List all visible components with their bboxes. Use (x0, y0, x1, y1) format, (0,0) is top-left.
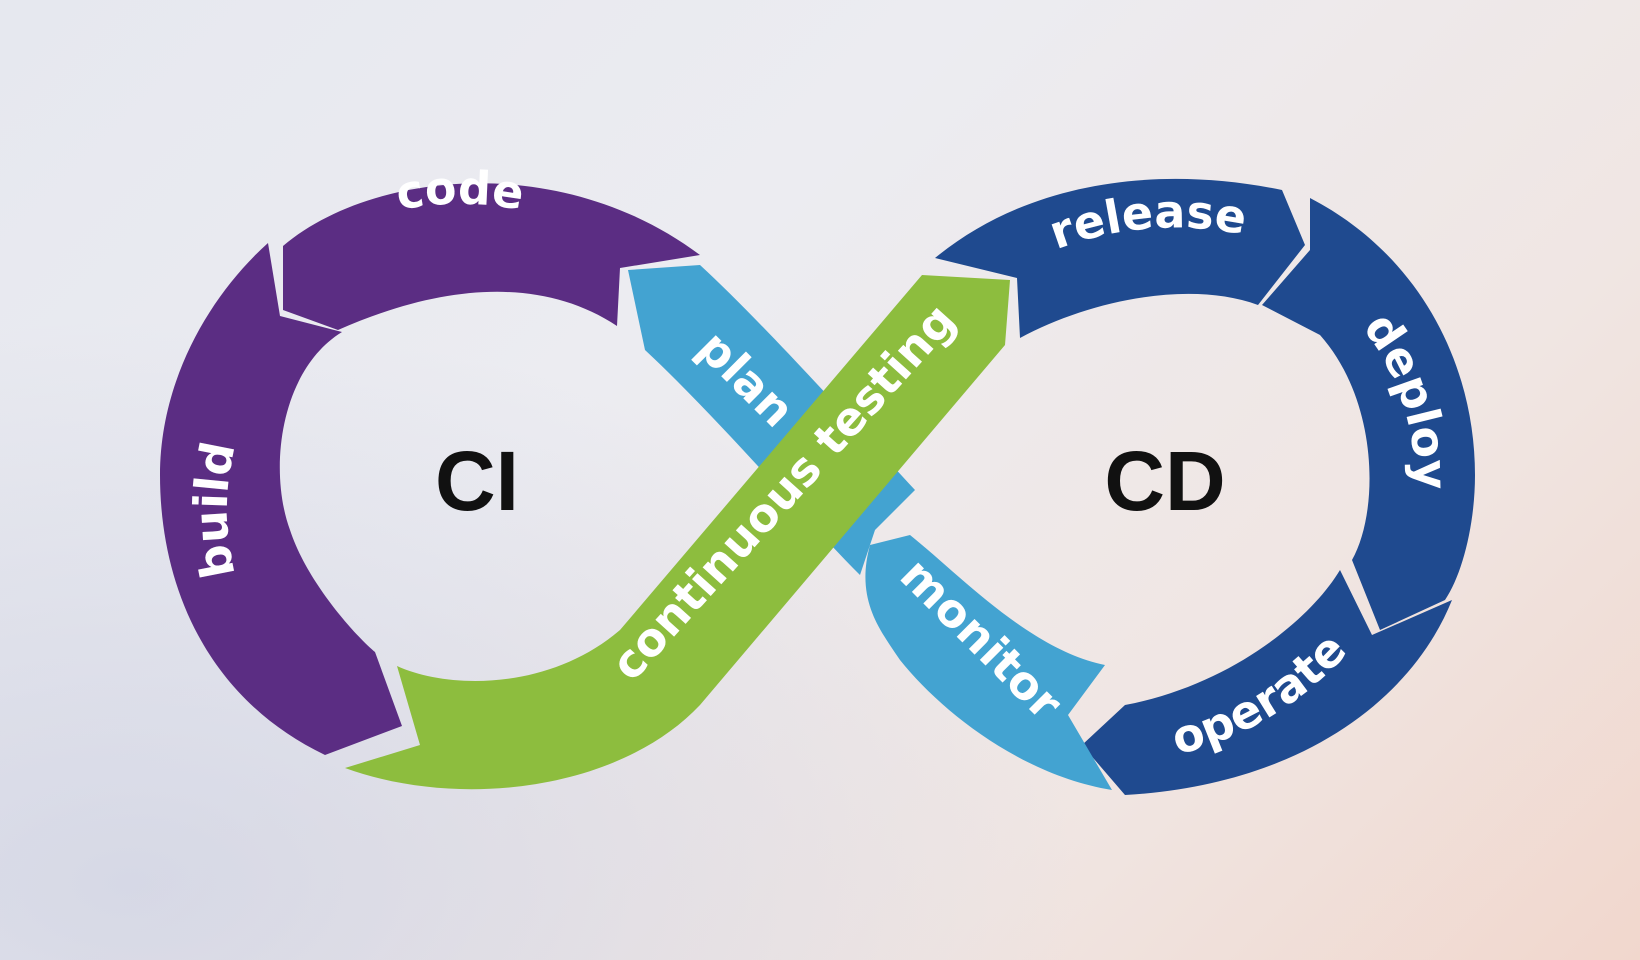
build-segment (160, 243, 402, 755)
deploy-segment (1262, 198, 1475, 630)
code-label: code (392, 160, 528, 220)
monitor-segment (865, 535, 1112, 790)
code-segment (283, 183, 700, 330)
release-segment (935, 178, 1305, 338)
cd-hub-label: CD (1104, 434, 1225, 528)
operate-segment (1082, 570, 1452, 795)
ci-hub-label: CI (435, 434, 519, 528)
ci-loop (160, 183, 700, 755)
cd-loop (935, 178, 1475, 795)
continuous-testing-arrow (345, 275, 1010, 790)
